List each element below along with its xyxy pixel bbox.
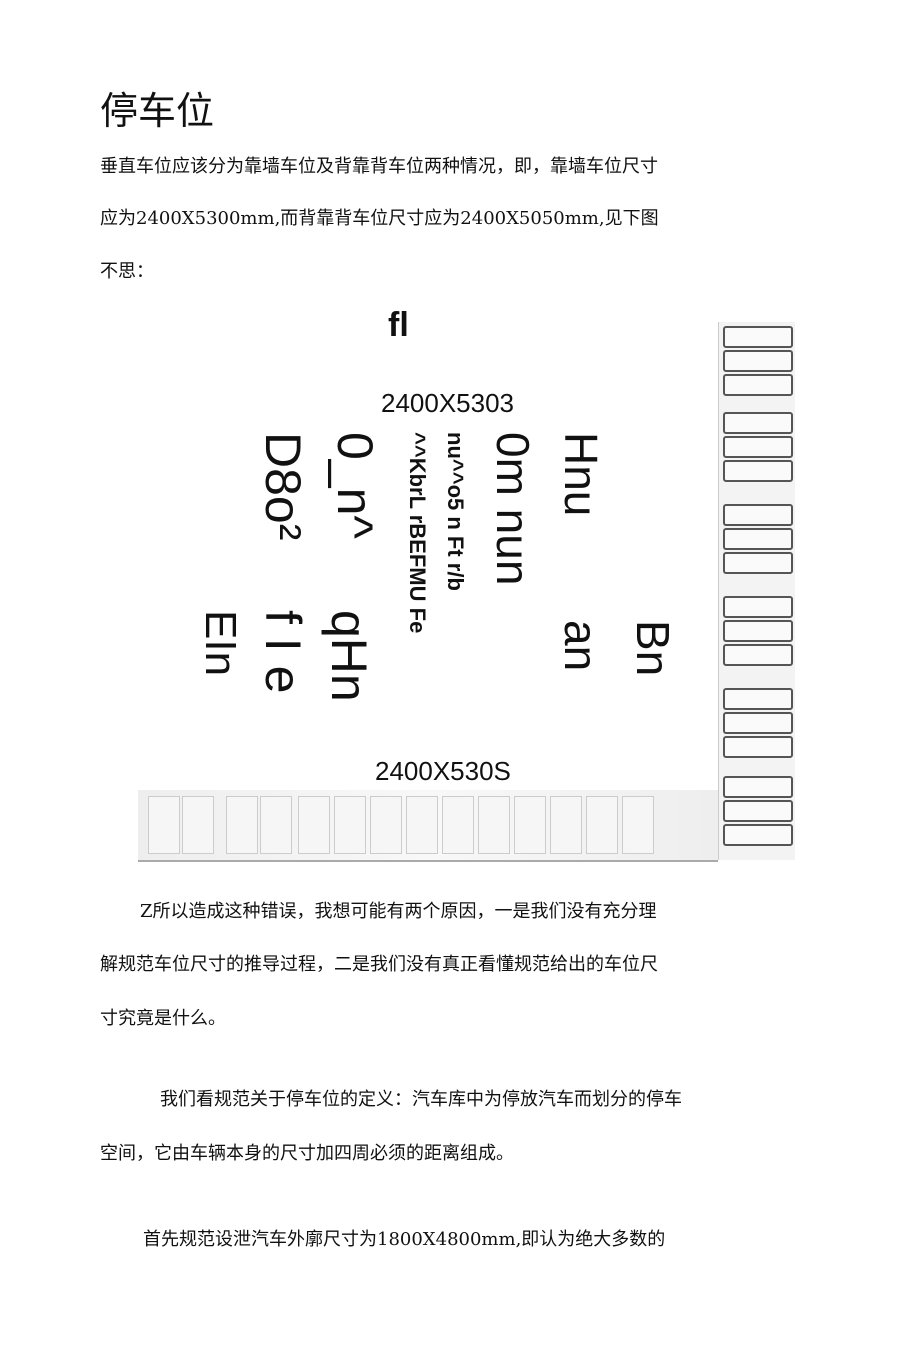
garbled-text: EIn: [196, 610, 245, 677]
paragraph-line: 解规范车位尺寸的推导过程，二是我们没有真正看懂规范给出的车位尺: [100, 954, 658, 975]
parking-figure: fl 2400X5303 2400X530S EIn D8o² f I e 0_…: [138, 306, 796, 865]
garbled-text: nu^^o5 n Ft r/b: [443, 432, 468, 591]
paragraph-line: 应为2400X5300mm,而背靠背车位尺寸应为2400X5050mm,见下图: [100, 208, 659, 229]
paragraph-line: 空间，它由车辆本身的尺寸加四周必须的距离组成。: [100, 1143, 514, 1164]
parking-stall-row: [138, 790, 718, 862]
figure-mark: fl: [388, 306, 409, 344]
garbled-text: Hnu: [555, 432, 607, 517]
paragraph-line: 垂直车位应该分为靠墙车位及背靠背车位两种情况，即，靠墙车位尺寸: [100, 156, 658, 177]
paragraph-line: 不思：: [100, 261, 154, 282]
garbled-text: ^^KbrL rBEFMU Fe: [405, 432, 430, 634]
garbled-text: Bn: [627, 620, 679, 677]
paragraph-line: Z所以造成这种错误，我想可能有两个原因，一是我们没有充分理: [140, 901, 657, 922]
garbled-text: qHn: [321, 610, 377, 702]
dimension-label-bottom: 2400X530S: [375, 756, 511, 786]
garbled-text: D8o²: [255, 432, 311, 541]
dimension-label-top: 2400X5303: [381, 388, 515, 418]
paragraph-line: 寸究竟是什么。: [100, 1008, 226, 1029]
parking-stall-column: [718, 322, 795, 860]
garbled-text: 0_n^: [327, 432, 383, 539]
page-title: 停车位: [100, 89, 215, 133]
garbled-text: f I e: [255, 610, 311, 694]
garbled-text: an: [555, 620, 607, 672]
paragraph-line: 首先规范设泄汽车外廓尺寸为1800X4800mm,即认为绝大多数的: [143, 1229, 666, 1250]
paragraph-line: 我们看规范关于停车位的定义：汽车库中为停放汽车而划分的停车: [160, 1089, 682, 1110]
garbled-text: 0m nun: [487, 432, 539, 586]
